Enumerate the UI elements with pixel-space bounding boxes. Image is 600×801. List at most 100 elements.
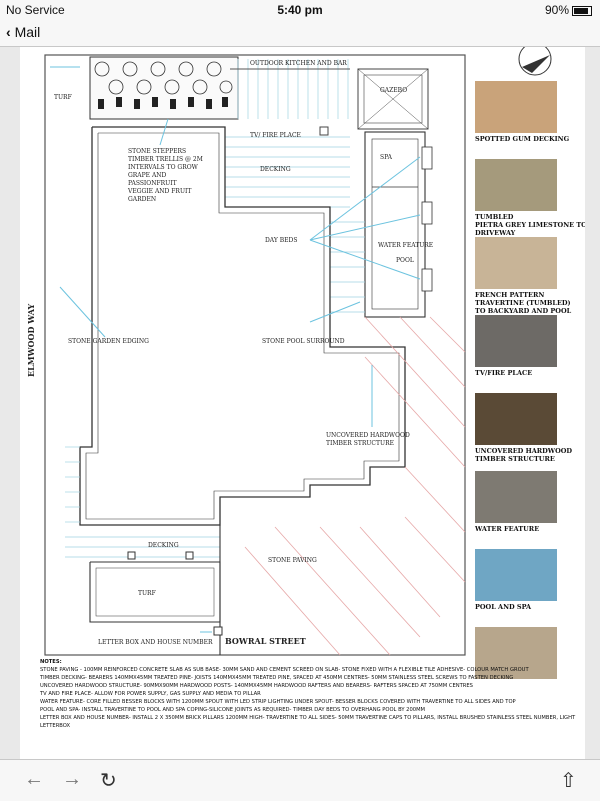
notes-heading: NOTES: <box>40 659 62 665</box>
carrier-label: No Service <box>6 3 65 17</box>
stone-paving-backyard <box>79 126 406 526</box>
label-stone-paving: STONE PAVING <box>268 557 317 564</box>
swatch-caption: TV/FIRE PLACE <box>475 369 532 377</box>
north-arrow-icon <box>518 47 552 76</box>
swatch-caption: TUMBLED <box>475 213 514 221</box>
steppers-line-4: GRAPE AND <box>128 172 167 179</box>
reload-button[interactable]: ↻ <box>100 768 117 793</box>
swatch-photo <box>475 237 557 289</box>
share-button[interactable]: ⇧ <box>560 768 577 793</box>
note-line: STONE PAVING - 100MM REINFORCED CONCRETE… <box>40 667 529 673</box>
swatch-caption: DRIVEWAY <box>475 229 516 237</box>
plan-notes: NOTES: STONE PAVING - 100MM REINFORCED C… <box>39 659 576 729</box>
label-hardwood-1: UNCOVERED HARDWOOD <box>326 432 410 439</box>
note-line: LETTER BOX AND HOUSE NUMBER- INSTALL 2 X… <box>40 715 576 721</box>
stepping-stones <box>98 97 228 109</box>
driveway-hatching <box>244 316 466 656</box>
label-decking-bottom: DECKING <box>148 542 179 549</box>
note-line: WATER FEATURE- CORE FILLED BESSER BLOCKS… <box>40 699 516 705</box>
chevron-left-icon: ‹ <box>6 24 11 40</box>
steppers-line-6: VEGGIE AND FRUIT <box>127 188 191 195</box>
swatch-caption: UNCOVERED HARDWOOD <box>475 447 572 455</box>
label-hardwood-2: TIMBER STRUCTURE <box>326 440 394 447</box>
side-decking <box>65 446 220 558</box>
swatch-caption: TO BACKYARD AND POOL <box>475 307 572 315</box>
landscape-plan-drawing: OUTDOOR KITCHEN AND BAR GAZEBO TURF TV/ … <box>26 47 587 729</box>
landscape-plan-sheet: OUTDOOR KITCHEN AND BAR GAZEBO TURF TV/ … <box>20 47 587 759</box>
label-stone-steppers: STONE STEPPERS TIMBER TRELLIS @ 2M INTER… <box>127 148 203 203</box>
nav-bar: ‹ Mail <box>0 20 600 47</box>
swatch-photo <box>475 471 557 523</box>
arrow-left-icon: ← <box>24 768 44 790</box>
label-gazebo: GAZEBO <box>380 87 407 94</box>
label-letterbox: LETTER BOX AND HOUSE NUMBER <box>98 639 213 646</box>
pool <box>364 131 426 318</box>
label-turf-top: TURF <box>54 94 72 101</box>
back-label: Mail <box>14 24 41 40</box>
status-bar: No Service 5:40 pm 90% <box>0 0 600 20</box>
steppers-line-1: STONE STEPPERS <box>128 148 186 155</box>
note-line: UNCOVERED HARDWOOD STRUCTURE- 90MMX90MM … <box>40 683 473 689</box>
swatch-photo <box>475 81 557 133</box>
pool-surround-decking <box>330 221 365 313</box>
swatch-caption: TRAVERTINE (TUMBLED) <box>475 299 571 307</box>
street-bottom: BOWRAL STREET <box>225 636 306 646</box>
label-decking: DECKING <box>260 166 291 173</box>
swatch-photo <box>475 549 557 601</box>
battery-icon <box>572 5 592 16</box>
letterbox-pillar <box>213 626 223 636</box>
steppers-line-5: PASSIONFRUIT <box>128 180 177 187</box>
steppers-line-3: INTERVALS TO GROW <box>128 164 199 171</box>
leader-arrows <box>50 66 421 633</box>
swatch-caption: TIMBER STRUCTURE <box>475 455 555 463</box>
steppers-line-2: TIMBER TRELLIS @ 2M <box>128 156 203 163</box>
forward-arrow-button[interactable]: → <box>62 768 82 791</box>
steppers-line-7: GARDEN <box>128 196 156 203</box>
swatch-item <box>475 627 557 679</box>
kitchen-decking <box>237 59 349 119</box>
label-spa: SPA <box>380 154 393 161</box>
fireplace-pillar <box>319 126 329 136</box>
day-beds <box>421 146 433 292</box>
swatch-caption: SPOTTED GUM DECKING <box>475 135 570 143</box>
battery-percent: 90% <box>544 3 569 17</box>
swatch-item: WATER FEATURE <box>474 471 557 533</box>
swatch-caption: POOL AND SPA <box>475 603 532 611</box>
label-day-beds: DAY BEDS <box>265 237 297 244</box>
veggie-garden-bed <box>89 56 239 120</box>
swatch-photo <box>475 159 557 211</box>
swatch-photo <box>475 315 557 367</box>
note-line: TIMBER DECKING- BEARERS 140MMX45MM TREAT… <box>39 675 513 681</box>
label-tv-fire: TV/ FIRE PLACE <box>250 132 301 139</box>
share-icon: ⇧ <box>560 770 577 792</box>
browser-toolbar: ← → ↻ ⇧ <box>0 759 600 801</box>
label-water-feature: WATER FEATURE <box>378 242 433 249</box>
swatch-photo <box>475 393 557 445</box>
swatch-caption: WATER FEATURE <box>474 525 539 533</box>
reload-icon: ↻ <box>100 770 117 792</box>
swatch-caption: FRENCH PATTERN <box>475 291 544 299</box>
street-left: ELMWOOD WAY <box>26 303 36 377</box>
swatch-item: SPOTTED GUM DECKING <box>475 81 570 143</box>
note-line: LETTERBOX <box>40 723 71 729</box>
attachment-viewer[interactable]: OUTDOOR KITCHEN AND BAR GAZEBO TURF TV/ … <box>0 47 600 759</box>
clock: 5:40 pm <box>277 3 323 17</box>
arrow-right-icon: → <box>62 768 82 790</box>
back-button[interactable]: ‹ Mail <box>6 24 40 40</box>
swatch-item: TV/FIRE PLACE <box>475 315 557 377</box>
battery-indicator: 90% <box>545 3 592 17</box>
swatch-photo <box>475 627 557 679</box>
note-line: TV AND FIRE PLACE- ALLOW FOR POWER SUPPL… <box>39 691 261 697</box>
back-arrow-button[interactable]: ← <box>24 768 44 791</box>
trellis-plants <box>94 61 233 95</box>
swatch-item: POOL AND SPA <box>475 549 557 611</box>
label-stone-pool-surround: STONE POOL SURROUND <box>262 338 345 345</box>
label-pool: POOL <box>396 257 414 264</box>
note-line: POOL AND SPA- INSTALL TRAVERTINE TO POOL… <box>40 707 425 713</box>
label-stone-garden-edging: STONE GARDEN EDGING <box>68 338 149 345</box>
site-boundary <box>44 54 466 656</box>
